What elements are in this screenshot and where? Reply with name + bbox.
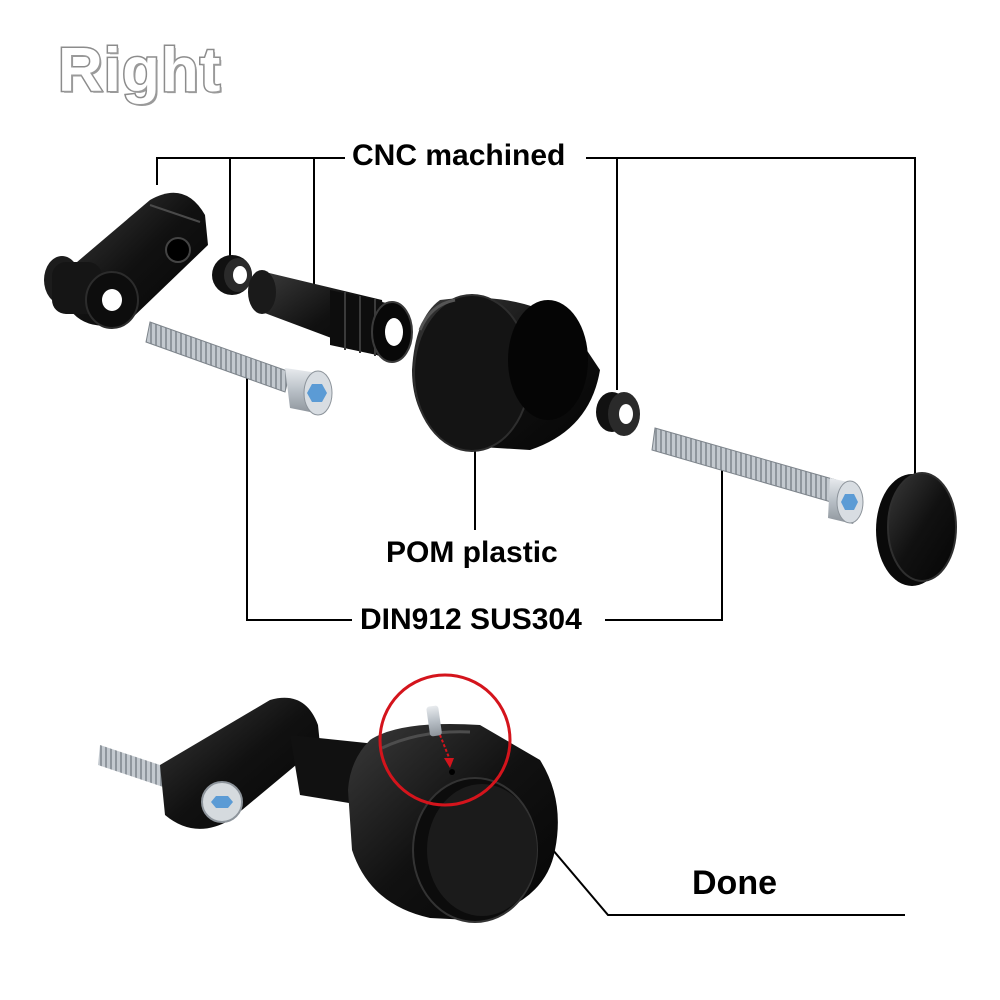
arrow-down-icon [444, 758, 454, 768]
bolt-1 [145, 321, 333, 416]
hex-socket-icon [307, 384, 327, 402]
label-cnc-machined: CNC machined [348, 141, 570, 171]
pom-slider-puck [412, 294, 600, 452]
assembled-product [98, 697, 558, 923]
bolt-2 [651, 427, 864, 524]
spacer-washer-1 [212, 255, 252, 295]
leader-lines-cnc [156, 157, 916, 476]
highlight-circle [378, 673, 512, 807]
spacer-tube [248, 270, 413, 363]
mounting-bracket [44, 192, 208, 329]
label-din912-sus304: DIN912 SUS304 [356, 605, 586, 635]
spacer-washer-2 [596, 392, 640, 436]
leader-lines-din [246, 372, 723, 621]
hex-socket-icon [841, 494, 858, 510]
label-done: Done [692, 864, 777, 902]
end-cap [876, 472, 957, 586]
hex-socket-icon [211, 796, 233, 808]
page-title: Right [56, 36, 222, 105]
label-pom-plastic: POM plastic [386, 536, 558, 569]
